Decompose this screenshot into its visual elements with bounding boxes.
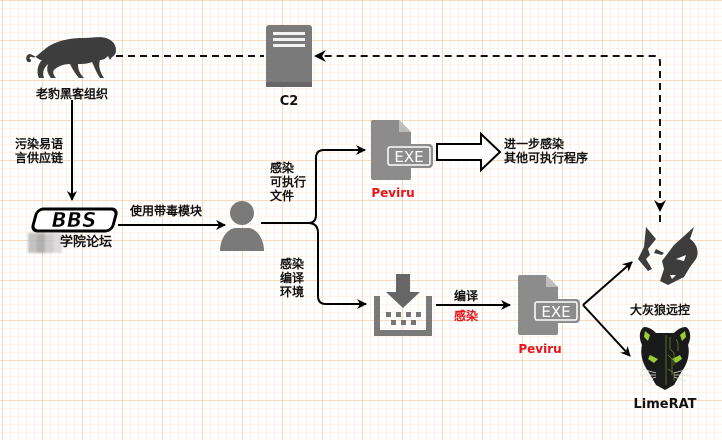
- exe-file-icon: EXE: [371, 120, 433, 180]
- exe-top-node: EXE: [369, 120, 435, 182]
- limerat-node: [638, 325, 692, 391]
- server-icon: [266, 32, 312, 87]
- arrow-exe-to-wolf: [582, 261, 633, 306]
- bbs-logo-text: BBS: [52, 208, 97, 232]
- wolf-icon: [638, 227, 698, 285]
- limerat-icon: [639, 327, 691, 390]
- exe-file-icon: EXE: [518, 275, 580, 335]
- edge-label-infect-env-line1: 感染: [280, 257, 305, 271]
- edge-label-infect-env-line2: 编译: [280, 271, 305, 285]
- edge-label-supply-chain-line2: 言供应链: [15, 151, 64, 165]
- redacted-text-blur: [28, 233, 62, 253]
- edge-label-infect-env-line3: 环境: [280, 285, 305, 299]
- edge-label-use-module: 使用带毒模块: [130, 204, 203, 218]
- edge-label-further-line1: 进一步感染: [504, 137, 565, 151]
- arrow-user-to-compiler: [307, 222, 367, 309]
- bbs-logo-icon: BBS: [31, 207, 118, 233]
- apt-group-node: [24, 30, 120, 82]
- dahuilang-node: [634, 225, 702, 287]
- exe-icon-text: EXE: [541, 303, 570, 321]
- dahuilang-label: 大灰狼远控: [629, 303, 691, 317]
- c2-server-node: [266, 25, 312, 87]
- hollow-arrow-further-infection: [436, 131, 502, 173]
- edge-label-infect-exe-line3: 文件: [270, 189, 295, 203]
- apt-group-label: 老豹黑客组织: [35, 87, 109, 101]
- user-icon: [220, 201, 264, 251]
- edge-label-further-line2: 其他可执行程序: [504, 151, 589, 165]
- exe-top-label: Peviru: [371, 186, 415, 200]
- limerat-label: LimeRAT: [633, 397, 697, 412]
- user-node: [218, 200, 266, 252]
- edge-label-compile-infect: 感染: [454, 309, 479, 323]
- forum-node: BBS: [30, 207, 118, 233]
- install-compile-icon: [374, 274, 432, 336]
- edge-label-infect-exe-line2: 可执行: [270, 175, 307, 189]
- wolf-arrowhead: [654, 200, 666, 212]
- compiler-node: [372, 272, 434, 338]
- edge-label-compile: 编译: [454, 289, 479, 303]
- edge-label-supply-chain-line1: 污染易语: [15, 137, 64, 151]
- edge-label-infect-exe-line1: 感染: [270, 161, 295, 175]
- dashed-link-c2-wolf: [317, 55, 661, 222]
- exe-bottom-label: Peviru: [518, 342, 562, 356]
- c2-arrowhead: [314, 50, 326, 62]
- exe-bottom-node: EXE: [516, 275, 582, 337]
- forum-label: 学院论坛: [60, 235, 113, 250]
- c2-label: C2: [279, 94, 299, 109]
- exe-icon-text: EXE: [394, 148, 423, 166]
- leopard-icon: [26, 37, 116, 78]
- arrow-exe-to-limerat: [582, 304, 631, 357]
